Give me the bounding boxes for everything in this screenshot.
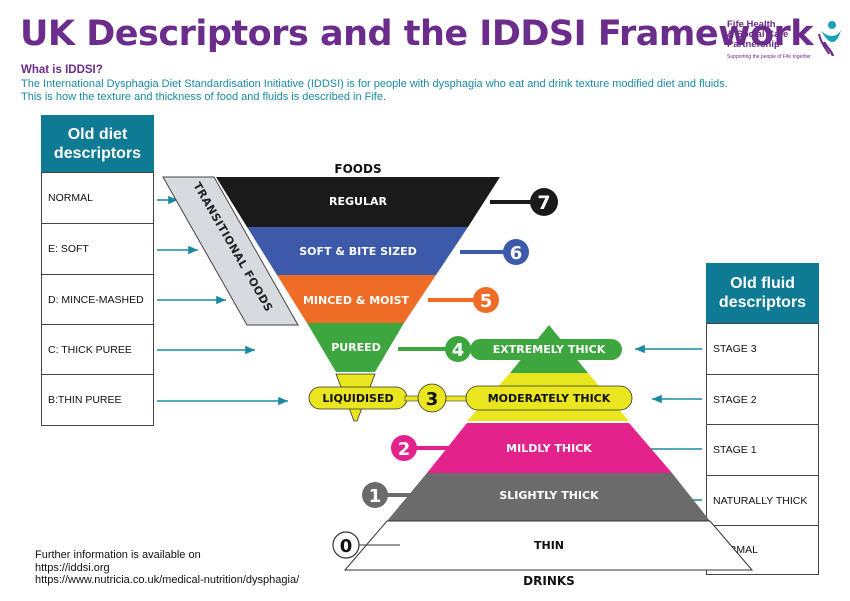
- logo-text: Fife Health & Social Care Partnership: [727, 20, 788, 50]
- level-4-drink-label: EXTREMELY THICK: [493, 343, 606, 356]
- iddsi-link[interactable]: https://iddsi.org: [35, 561, 110, 574]
- intro-text: The International Dysphagia Diet Standar…: [21, 78, 821, 104]
- drink-level-1-band: [387, 473, 710, 521]
- level-6-badge: [503, 239, 529, 265]
- level-3-number: 3: [426, 389, 439, 410]
- logo-figure-icon: [818, 21, 841, 56]
- level-0-number: 0: [340, 536, 353, 557]
- further-information: Further information is available on http…: [35, 549, 299, 587]
- level-3-drink-pill: [465, 385, 633, 411]
- old-fluid-table: Old fluid descriptors STAGE 3 STAGE 2 ST…: [706, 263, 819, 575]
- old-diet-heading: Old diet descriptors: [41, 115, 154, 172]
- level-1-number: 1: [369, 486, 382, 507]
- foods-label: FOODS: [334, 162, 381, 176]
- old-fluid-item: STAGE 2: [706, 375, 819, 425]
- food-level-7-band: [216, 177, 500, 227]
- page-title: UK Descriptors and the IDDSI Framework: [20, 14, 814, 54]
- old-diet-item: E: SOFT: [41, 224, 154, 275]
- drink-level-0-band: [343, 520, 754, 571]
- old-diet-item: C: THICK PUREE: [41, 325, 154, 375]
- level-6-number: 6: [510, 243, 523, 264]
- fife-hscp-logo: Fife Health & Social Care Partnership Su…: [727, 20, 842, 62]
- intro-line-1: The International Dysphagia Diet Standar…: [21, 78, 728, 90]
- level-3-food-label: LIQUIDISED: [322, 392, 393, 405]
- logo-line-3: Partnership: [727, 39, 780, 50]
- old-fluid-item: STAGE 1: [706, 425, 819, 476]
- old-fluid-item: NATURALLY THICK: [706, 476, 819, 526]
- level-2-badge: [391, 435, 417, 461]
- level-6-label: SOFT & BITE SIZED: [299, 245, 417, 258]
- level-3-badge: [417, 383, 447, 413]
- old-diet-table: Old diet descriptors NORMAL E: SOFT D: M…: [41, 115, 154, 426]
- level-2-label: MILDLY THICK: [506, 442, 592, 455]
- old-fluid-heading: Old fluid descriptors: [706, 263, 819, 323]
- old-fluid-item: STAGE 3: [706, 323, 819, 375]
- transitional-foods-band: [162, 176, 299, 326]
- level-4-drink-pill: [470, 339, 622, 360]
- logo-line-1: Fife Health: [727, 19, 776, 30]
- intro-question: What is IDDSI?: [21, 64, 103, 76]
- drinks-label: DRINKS: [523, 574, 575, 588]
- level-0-badge: [332, 531, 360, 559]
- old-fluid-arrows: [632, 344, 702, 554]
- level-4-number: 4: [452, 340, 465, 361]
- intro-line-2: This is how the texture and thickness of…: [21, 91, 387, 103]
- level-3-drink-label: MODERATELY THICK: [488, 392, 611, 405]
- level-5-number: 5: [480, 291, 493, 312]
- logo-line-2: & Social Care: [727, 29, 789, 40]
- level-7-label: REGULAR: [329, 195, 387, 208]
- level-5-label: MINCED & MOIST: [303, 294, 410, 307]
- old-diet-item: D: MINCE-MASHED: [41, 275, 154, 325]
- level-7-badge: [530, 188, 558, 216]
- level-2-number: 2: [398, 439, 411, 460]
- food-level-6-band: [247, 227, 468, 275]
- level-1-badge: [362, 482, 388, 508]
- food-level-4-band: [307, 323, 404, 372]
- old-diet-item: NORMAL: [41, 172, 154, 224]
- level-5-badge: [473, 287, 499, 313]
- nutricia-link[interactable]: https://www.nutricia.co.uk/medical-nutri…: [35, 574, 300, 586]
- level-1-label: SLIGHTLY THICK: [499, 489, 599, 502]
- level-4-food-label: PUREED: [331, 341, 381, 354]
- level-7-number: 7: [537, 192, 550, 214]
- logo-tagline: Supporting the people of Fife together: [727, 54, 811, 60]
- further-info-text: Further information is available on: [35, 549, 201, 561]
- level-4-badge: [445, 336, 471, 362]
- old-diet-arrows: [157, 195, 288, 406]
- drink-level-2-band: [427, 423, 672, 473]
- food-level-5-band: [277, 275, 436, 323]
- old-diet-item: B:THIN PUREE: [41, 375, 154, 426]
- level-0-label: THIN: [534, 539, 564, 552]
